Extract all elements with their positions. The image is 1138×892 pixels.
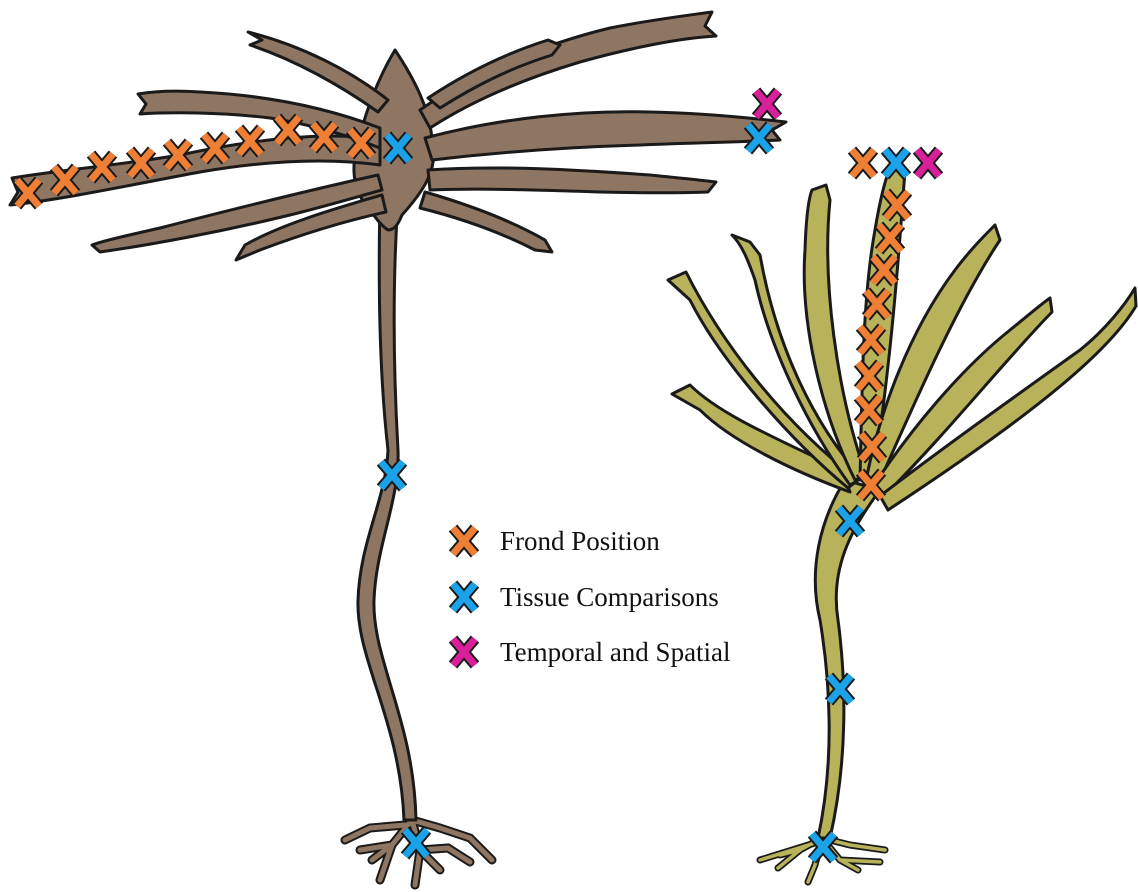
green-kelp-stipe [815,480,880,838]
brown-kelp-frond [428,168,716,193]
brown-kelp-stipe [358,200,416,820]
sample-marker-temporal [917,150,939,176]
legend-marker-frond [453,528,475,554]
legend-label-frond: Frond Position [500,526,660,556]
legend-marker-temporal [453,639,475,665]
brown-kelp-frond [425,112,786,160]
legend-label-temporal: Temporal and Spatial [500,637,731,667]
brown-kelp-frond [420,12,716,128]
legend-label-tissue: Tissue Comparisons [500,582,719,612]
legend-marker-tissue [453,584,475,610]
green-kelp-frond [804,185,866,480]
sampling-markers [17,91,939,860]
sample-marker-frond [852,150,874,176]
x-icon [453,584,475,610]
green-kelp-illustration [668,168,1136,882]
x-icon [453,639,475,665]
brown-kelp-frond [420,192,552,252]
sample-marker-temporal [756,91,778,117]
legend: Frond Position Tissue Comparisons Tempor… [453,526,731,667]
green-kelp-frond [880,288,1136,510]
x-icon [453,528,475,554]
